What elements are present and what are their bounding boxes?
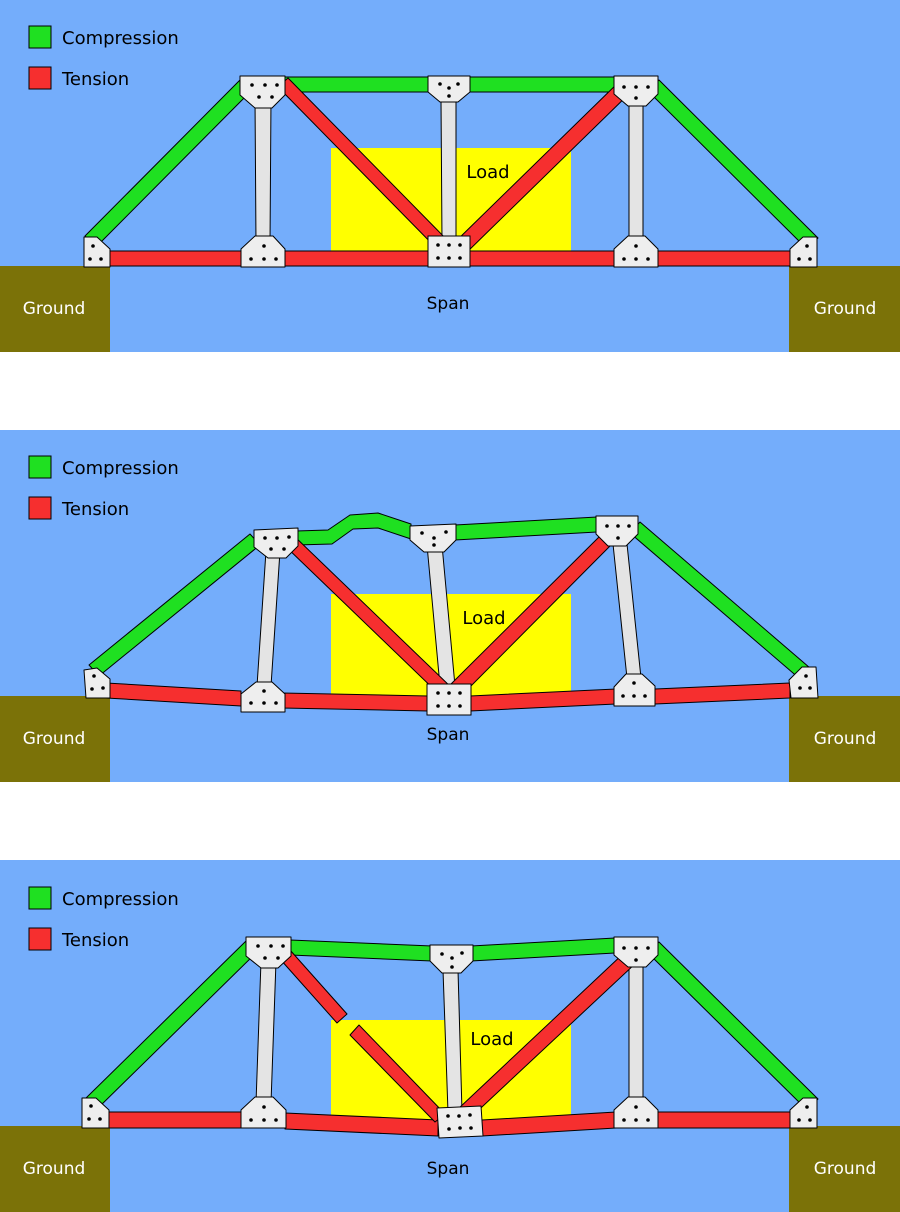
bottom-chord-member [465, 250, 621, 267]
gusset-plate [436, 1105, 484, 1139]
load-label: Load [470, 1029, 513, 1050]
ground-right-label: Ground [814, 299, 877, 319]
legend-compression-label: Compression [62, 889, 179, 910]
gusset-plate [409, 523, 457, 553]
gusset-plate [595, 515, 639, 547]
gusset-plate [789, 1097, 818, 1129]
ground-left-label: Ground [23, 299, 86, 319]
vertical-strut [440, 98, 457, 242]
gusset-plate [426, 683, 472, 716]
ground-right-label: Ground [814, 1159, 877, 1179]
gusset-plate [83, 236, 111, 268]
gusset-plate [239, 75, 286, 109]
bottom-chord-member [102, 1111, 244, 1129]
ground-right-label: Ground [814, 729, 877, 749]
ground-left [0, 1126, 110, 1212]
ground-right [789, 1126, 900, 1212]
gusset-plate [613, 673, 656, 707]
ground-right [789, 696, 900, 782]
gusset-plate [788, 666, 819, 699]
gusset-plate [613, 75, 659, 107]
gusset-plate [427, 235, 471, 268]
bottom-chord-member [657, 1111, 797, 1129]
ground-left [0, 266, 110, 352]
ground-left [0, 696, 110, 782]
bottom-chord-member [653, 250, 797, 267]
diagram-panel-buckled: Ground Ground Span Load Compression Tens… [0, 430, 900, 782]
top-chord-member [465, 76, 618, 93]
gusset-plate [240, 235, 286, 268]
gusset-plate [245, 936, 292, 969]
gusset-plate [613, 235, 659, 268]
gusset-plate [613, 1096, 659, 1129]
legend-tension-swatch [28, 927, 52, 951]
gusset-plate [253, 527, 299, 559]
bottom-chord-member [281, 692, 429, 712]
diagram-panel-intact: Ground Ground Span Load Compression Tens… [0, 0, 900, 352]
span-label: Span [427, 1159, 470, 1179]
load-label: Load [462, 608, 505, 629]
gusset-plate [427, 75, 471, 103]
legend-compression-swatch [28, 886, 52, 910]
legend-compression-swatch [28, 25, 52, 49]
gusset-plate [789, 236, 818, 268]
legend-tension-swatch [28, 496, 52, 520]
legend-compression-label: Compression [62, 458, 179, 479]
span-label: Span [427, 725, 470, 745]
ground-left-label: Ground [23, 729, 86, 749]
span-label: Span [427, 294, 470, 314]
ground-right [789, 266, 900, 352]
legend-tension-label: Tension [61, 930, 129, 951]
legend-tension-label: Tension [61, 69, 129, 90]
gusset-plate [240, 1096, 287, 1129]
top-chord-member [281, 76, 433, 93]
load-label: Load [466, 162, 509, 183]
legend-compression-swatch [28, 455, 52, 479]
legend-tension-swatch [28, 66, 52, 90]
legend-tension-label: Tension [61, 499, 129, 520]
vertical-strut [254, 96, 272, 245]
legend-compression-label: Compression [62, 28, 179, 49]
gusset-plate [83, 667, 111, 699]
gusset-plate [240, 681, 286, 713]
gusset-plate [613, 936, 659, 968]
ground-left-label: Ground [23, 1159, 86, 1179]
gusset-plate [429, 944, 474, 974]
diagram-panel-broken: Ground Ground Span Load Compression Tens… [0, 860, 900, 1212]
bottom-chord-member [281, 250, 433, 267]
vertical-strut [628, 98, 644, 242]
gusset-plate [81, 1097, 110, 1129]
vertical-strut [628, 960, 644, 1102]
bottom-chord-member [102, 250, 248, 267]
